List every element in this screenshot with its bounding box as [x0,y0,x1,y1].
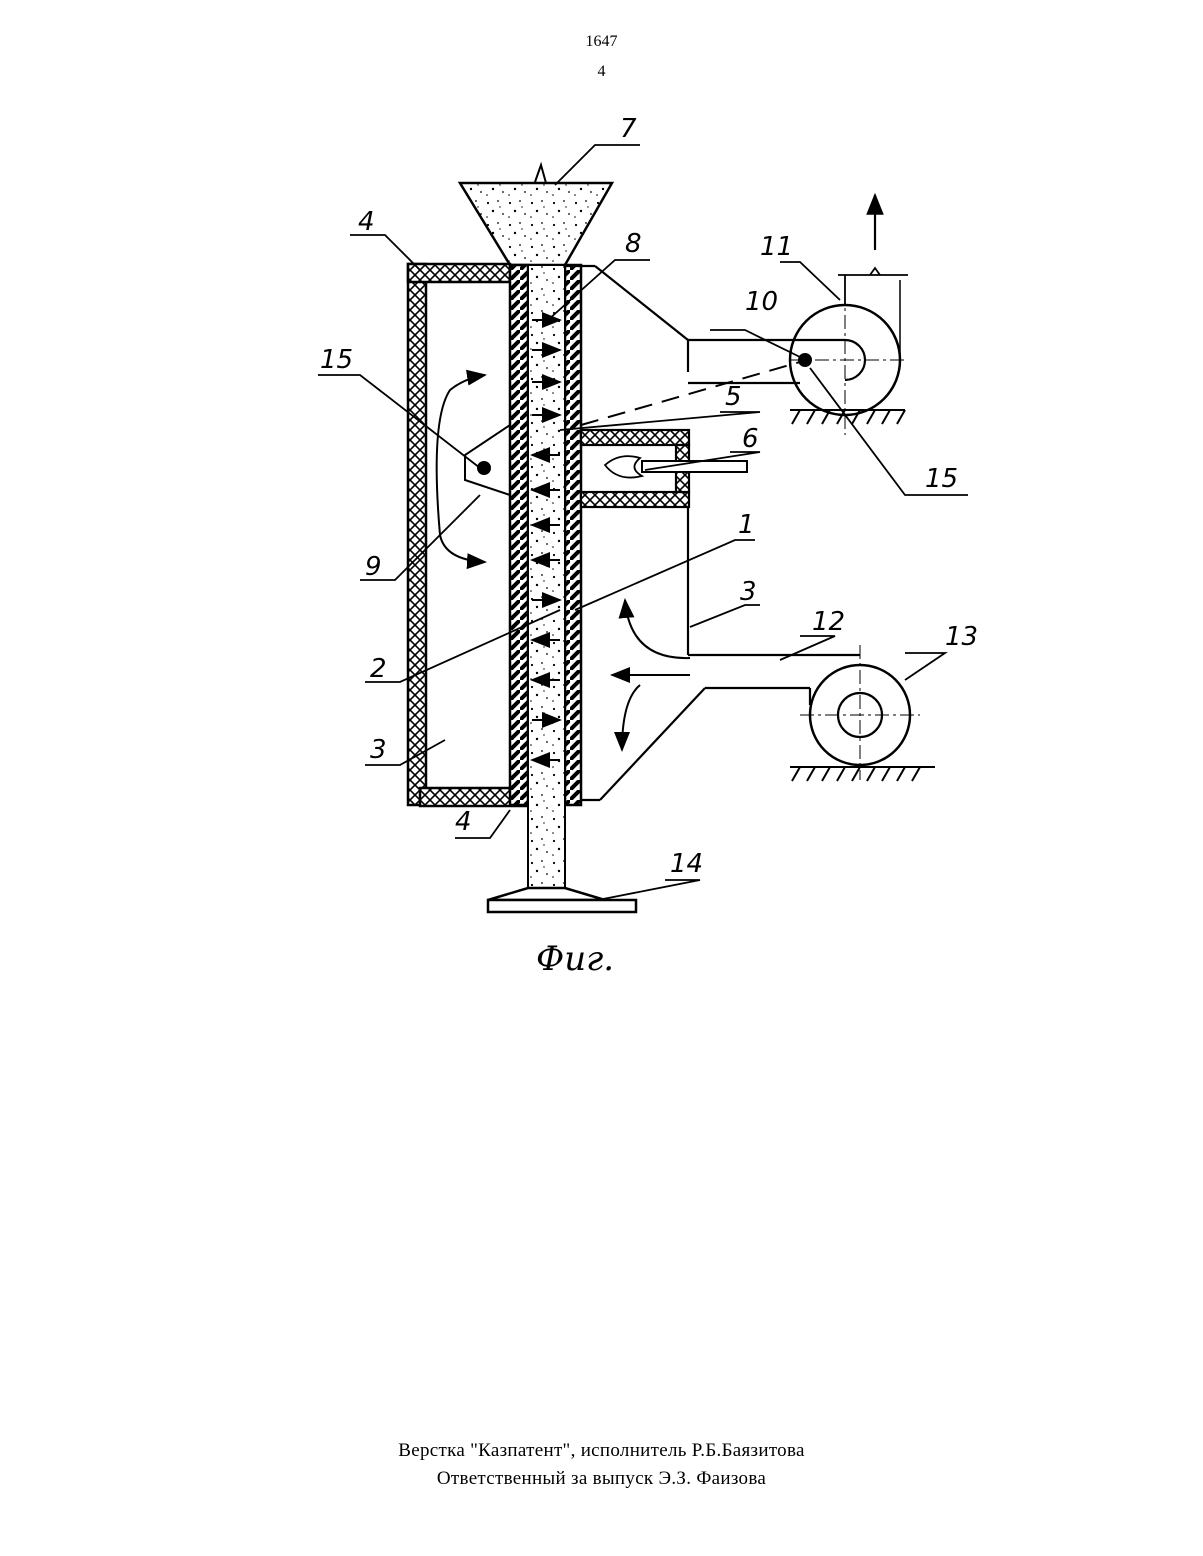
right-wall [565,265,581,805]
left-wall [510,265,528,805]
callout-10: 10 [745,287,778,317]
callout-4-top: 4 [358,207,375,237]
callout-1: 1 [738,510,755,540]
hopper [460,183,612,265]
callout-14: 14 [670,849,703,879]
material-column [528,265,565,890]
callout-6: 6 [742,424,759,454]
callout-12: 12 [812,607,845,637]
patent-figure: 7 4 8 15 11 10 5 6 15 9 1 3 12 13 2 3 4 … [0,0,1203,1000]
air-duct [810,655,860,705]
callout-7: 7 [620,114,637,144]
callout-11: 11 [760,232,793,262]
callout-2: 2 [370,654,387,684]
exhaust-duct [688,340,845,383]
figure-caption: Фиг. [536,939,614,979]
callout-15-left: 15 [320,345,353,375]
blower-support [790,767,935,781]
pivot-right [798,353,812,367]
callout-9: 9 [365,552,382,582]
callout-15-right: 15 [925,464,958,494]
footer-responsible: Ответственный за выпуск Э.З. Фаизова [0,1468,1203,1490]
callout-4-bottom: 4 [455,807,472,837]
footer-typesetting: Верстка "Казпатент", исполнитель Р.Б.Бая… [0,1440,1203,1462]
damper [465,425,510,495]
right-housing [565,266,810,800]
callout-5: 5 [725,382,742,412]
callout-13: 13 [945,622,978,652]
callout-8: 8 [625,229,642,259]
callout-3-right: 3 [740,577,757,607]
outlet-base [488,888,605,900]
gas-path [581,362,800,425]
callout-3-left: 3 [370,735,387,765]
